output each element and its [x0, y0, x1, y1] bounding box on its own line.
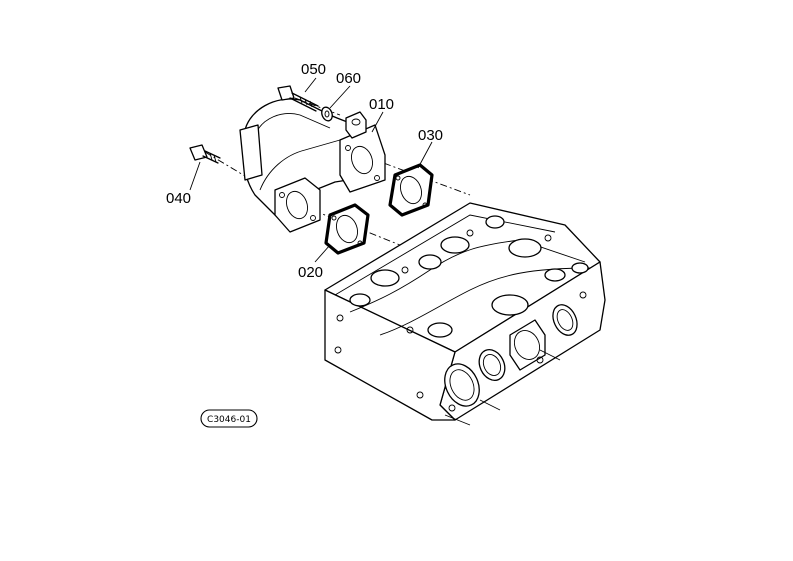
cylinder-head [324, 202, 606, 426]
gasket-030 [388, 163, 434, 217]
figure-code-badge: C3046-01 [200, 409, 258, 428]
exhaust-manifold [239, 98, 386, 233]
callout-040: 040 [166, 190, 191, 207]
callout-010: 010 [369, 96, 394, 113]
gasket-020 [324, 203, 370, 255]
bolt-040 [189, 144, 221, 164]
callout-060: 060 [336, 70, 361, 87]
bolt-050 [277, 85, 319, 112]
callout-050: 050 [301, 61, 326, 78]
callout-leaders [189, 77, 433, 263]
figure-code: C3046-01 [207, 415, 251, 425]
callout-020: 020 [298, 264, 323, 281]
callout-030: 030 [418, 127, 443, 144]
washer-060 [321, 106, 333, 122]
